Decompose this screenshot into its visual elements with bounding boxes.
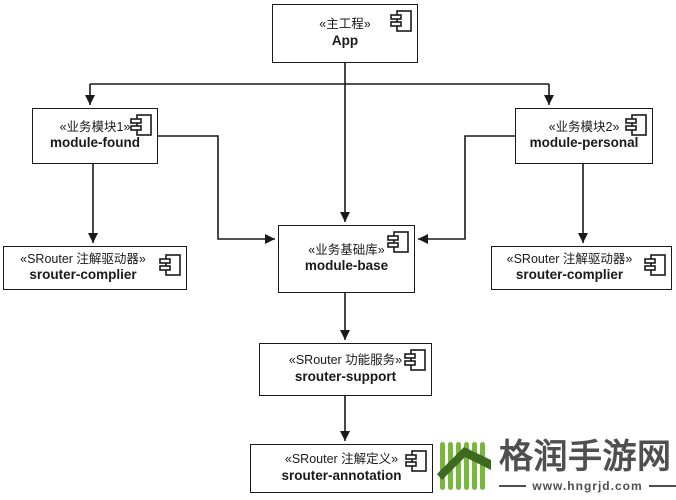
node-module-found: «业务模块1» module-found	[32, 108, 158, 164]
node-srouter-complier-right-stereotype: «SRouter 注解驱动器»	[506, 251, 633, 266]
component-icon	[405, 450, 427, 472]
node-srouter-support: «SRouter 功能服务» srouter-support	[259, 343, 432, 396]
watermark-url: www.hngrjd.com	[532, 479, 643, 494]
node-srouter-complier-left: «SRouter 注解驱动器» srouter-complier	[3, 246, 187, 290]
node-app: «主工程» App	[272, 4, 418, 63]
node-module-personal-stereotype: «业务模块2»	[548, 119, 620, 134]
node-srouter-complier-left-name: srouter-complier	[29, 267, 137, 283]
watermark-logo-icon	[434, 436, 492, 496]
node-srouter-annotation-stereotype: «SRouter 注解定义»	[284, 452, 399, 467]
component-icon	[387, 231, 409, 253]
watermark-rule-right	[648, 484, 676, 488]
watermark-title: 格润手游网	[499, 437, 672, 476]
component-icon	[390, 10, 412, 32]
component-icon	[644, 254, 666, 276]
node-module-base-stereotype: «业务基础库»	[308, 242, 385, 257]
edge-module-found-to-module-base	[158, 135, 275, 244]
edge-module-personal-to-module-base	[418, 135, 515, 244]
node-srouter-complier-right: «SRouter 注解驱动器» srouter-complier	[491, 246, 672, 290]
node-module-personal: «业务模块2» module-personal	[515, 108, 653, 164]
component-icon	[625, 114, 647, 136]
node-app-stereotype: «主工程»	[319, 17, 371, 32]
node-srouter-support-stereotype: «SRouter 功能服务»	[288, 353, 403, 368]
node-module-personal-name: module-personal	[529, 135, 639, 151]
node-srouter-complier-right-name: srouter-complier	[515, 267, 624, 283]
watermark-url-row: www.hngrjd.com	[499, 479, 676, 493]
node-srouter-complier-left-stereotype: «SRouter 注解驱动器»	[20, 251, 146, 266]
node-srouter-support-name: srouter-support	[294, 368, 397, 384]
node-module-base: «业务基础库» module-base	[278, 225, 415, 293]
node-module-found-name: module-found	[50, 135, 140, 151]
node-srouter-annotation-name: srouter-annotation	[281, 467, 402, 483]
component-icon	[159, 254, 181, 276]
watermark-rule-left	[499, 484, 527, 488]
node-srouter-annotation: «SRouter 注解定义» srouter-annotation	[250, 444, 433, 493]
watermark: 格润手游网 www.hngrjd.com	[434, 432, 676, 500]
watermark-text: 格润手游网 www.hngrjd.com	[499, 437, 676, 493]
node-module-found-stereotype: «业务模块1»	[59, 119, 131, 134]
node-module-base-name: module-base	[304, 258, 389, 274]
component-icon	[404, 349, 426, 371]
node-app-name: App	[331, 32, 359, 48]
component-icon	[130, 114, 152, 136]
